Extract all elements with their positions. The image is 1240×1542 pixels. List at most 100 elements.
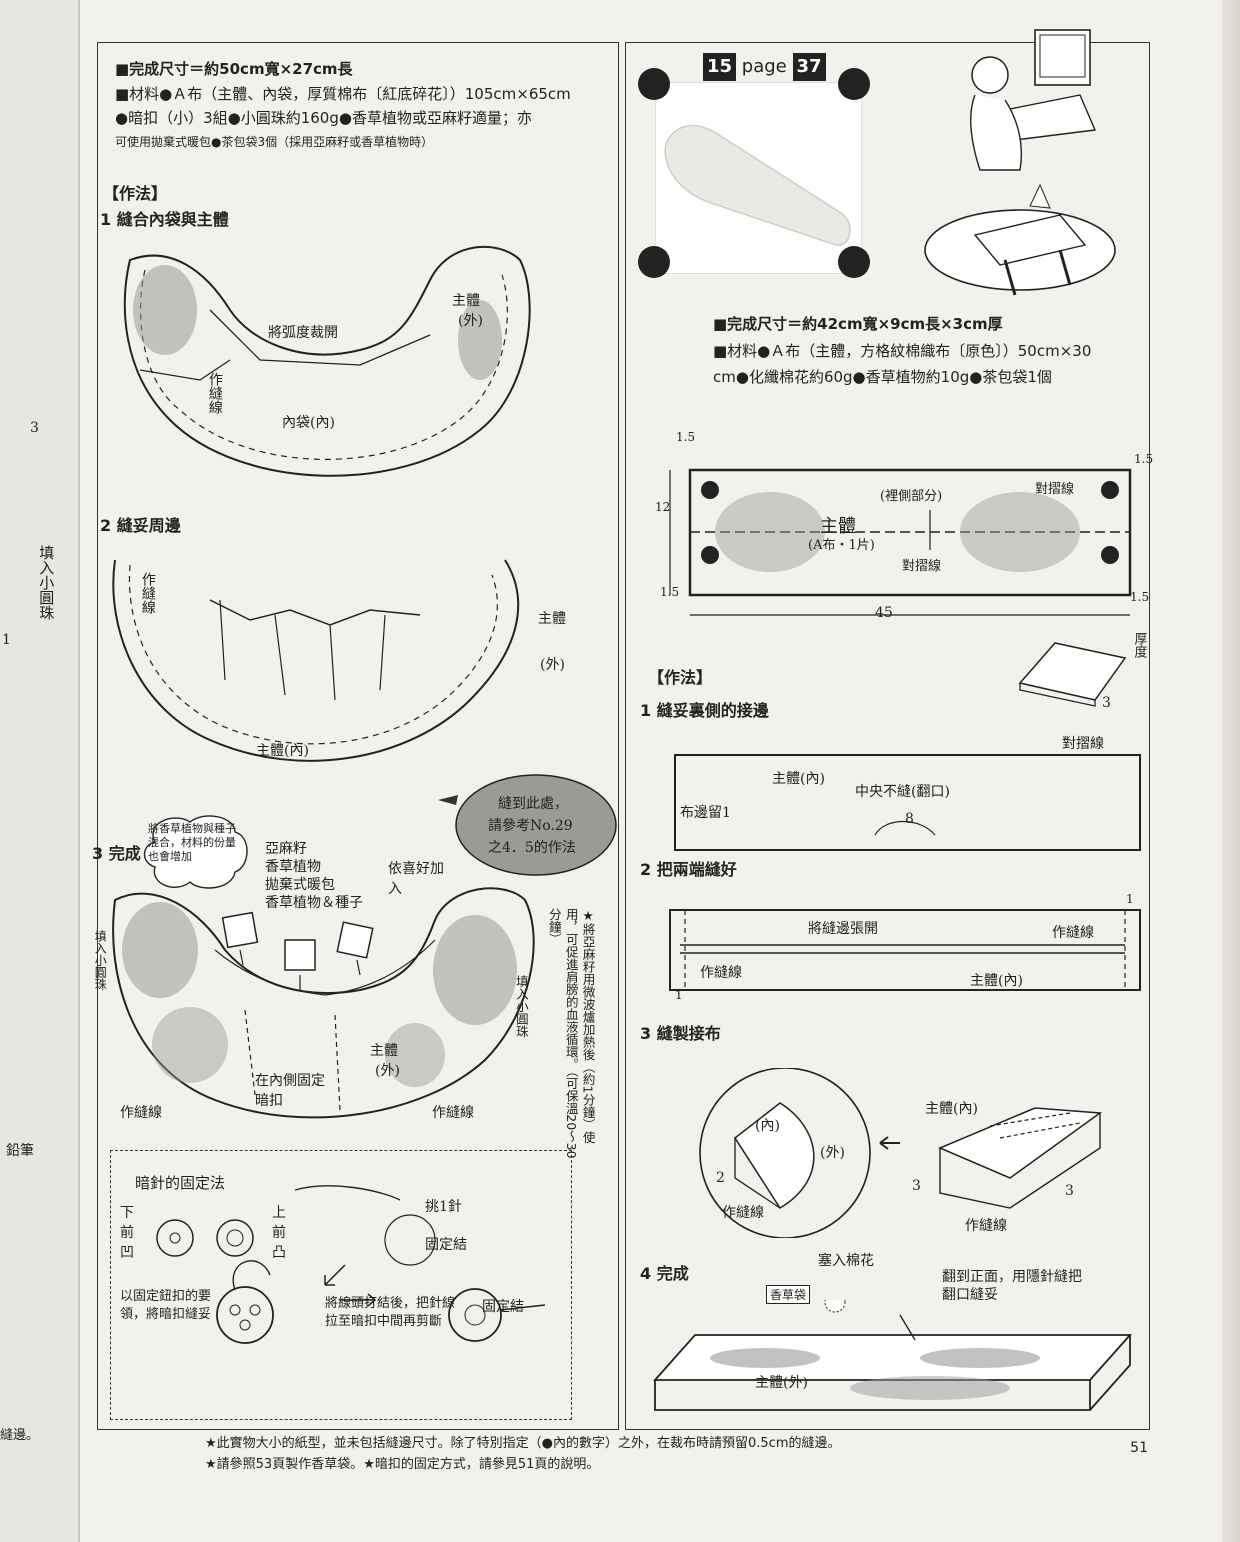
step2-label-outer: (外) — [540, 657, 565, 673]
snap-label-front-a: 前 — [120, 1225, 134, 1241]
rest-step1-edge: 布邊留1 — [680, 805, 731, 821]
pattern-fold-top: 對摺線 — [1035, 482, 1075, 497]
step3-fill-left: 填入小圓珠 — [93, 930, 108, 990]
snap-label-convex: 凸 — [272, 1245, 286, 1261]
step1-label-outer: (外) — [458, 313, 483, 329]
rest-step4-body: 主體(外) — [755, 1375, 808, 1391]
left-spec-material: ■材料●Ａ布（主體、內袋，厚質棉布〔紅底碎花〕）105cm×65cm — [115, 85, 571, 103]
pattern-margin-tr: 1.5 — [1134, 452, 1154, 466]
badge-number: 15 — [703, 53, 737, 81]
right-column-frame — [625, 42, 1150, 1430]
pattern-height: 12 — [655, 500, 671, 514]
rest-step1-fold: 對摺線 — [1062, 736, 1104, 752]
gutter-text-3: 3 — [30, 420, 39, 436]
step3-herb-seed: 香草植物＆種子 — [265, 895, 363, 911]
gutter-text-seam: 縫邊。 — [0, 1428, 40, 1443]
page-number: 51 — [1130, 1440, 1148, 1456]
step3-optional: 依喜好加入 — [388, 861, 444, 897]
rest-step2-body: 主體(內) — [970, 973, 1023, 989]
rest-step2-seam-left: 作縫線 — [700, 965, 742, 981]
rest-step4-turn: 翻到正面，用隱針縫把翻口縫妥 — [942, 1269, 1082, 1304]
gutter-text-1: 1 — [2, 632, 11, 648]
rest-step3-body: 主體(內) — [925, 1101, 978, 1117]
step1-label-cut: 將弧度裁開 — [268, 325, 338, 341]
rest-step1-center: 中央不縫(翻口) — [855, 784, 950, 800]
pattern-margin-bl: 1.5 — [660, 585, 680, 599]
step1-label-inner-bag: 內袋(內) — [282, 415, 335, 431]
right-step-4: 4 完成 — [640, 1264, 689, 1283]
rest-step2-1b: 1 — [1126, 892, 1134, 906]
thickness-label: 厚度 — [1131, 632, 1147, 658]
step1-label-seam: 作縫線 — [206, 372, 223, 414]
badge-page: page — [741, 56, 787, 77]
step3-herb: 香草植物 — [265, 859, 321, 875]
previous-page-edge: 填入小圓珠 鉛筆 3 1 縫邊。 — [0, 0, 80, 1542]
gutter-text-pencil: 鉛筆 — [6, 1143, 34, 1159]
rest-step4-stuff: 塞入棉花 — [818, 1253, 874, 1269]
photo-corners — [638, 68, 870, 278]
rest-step3-seam-left: 作縫線 — [722, 1205, 764, 1221]
right-spec-material-2: cm●化纖棉花約60g●香草植物約10g●茶包袋1個 — [713, 368, 1052, 386]
snap-instruction-box — [110, 1150, 572, 1420]
rest-step3-seam-right: 作縫線 — [965, 1218, 1007, 1234]
badge-page-number: 37 — [792, 53, 826, 81]
step3-label-seam-left: 作縫線 — [120, 1105, 162, 1121]
step2-pattern-drawing — [112, 559, 520, 762]
step3-label-body: 主體 — [370, 1043, 398, 1059]
pattern-fabric-label: (A布‧1片) — [808, 538, 875, 553]
left-spec-material-2: ●暗扣（小）3組●小圓珠約160g●香草植物或亞麻籽適量；亦 — [115, 109, 532, 127]
left-spec-material-3: 可使用拋棄式暖包●茶包袋3個（採用亞麻籽或香草植物時） — [115, 135, 434, 149]
right-method-title: 【作法】 — [648, 668, 713, 687]
step2-label-seam: 作縫線 — [139, 572, 156, 614]
step3-cloud-note: 將香草植物與種子混合，材料的份量也會增加 — [148, 822, 236, 863]
step1-rest-drawing — [674, 754, 1141, 851]
rest-step1-8: 8 — [905, 811, 914, 827]
speech-bubble — [438, 774, 617, 876]
snap-label-knot-2: 固定結 — [482, 1299, 524, 1315]
thought-cloud — [143, 815, 248, 889]
pattern-width: 45 — [875, 605, 893, 621]
left-step-1: 1 縫合內袋與主體 — [100, 210, 229, 229]
wrist-rest-photo — [664, 124, 851, 246]
right-spec-size: ■完成尺寸＝約42cm寬×9cm長×3cm厚 — [713, 315, 1003, 333]
rest-step2-1a: 1 — [675, 988, 683, 1002]
snap-label-sew: 以固定鈕扣的要領，將暗扣縫妥 — [120, 1289, 212, 1322]
snap-label-pick: 挑1針 — [425, 1199, 462, 1215]
thickness-diagram — [1018, 642, 1127, 707]
rest-step3-inner: (內) — [755, 1118, 780, 1134]
snap-label-concave: 凹 — [120, 1245, 134, 1261]
step3-label-snap: 在內側固定暗扣 — [255, 1073, 325, 1109]
thickness-value: 3 — [1102, 695, 1111, 711]
bubble-line-1: 縫到此處， — [498, 796, 568, 812]
right-spec-material: ■材料●Ａ布（主體，方格紋棉織布〔原色〕）50cm×30 — [713, 342, 1092, 360]
step2-rest-drawing — [669, 909, 1141, 991]
right-step-1: 1 縫妥裏側的接邊 — [640, 701, 769, 720]
rest-step4-herb-bag: 香草袋 — [766, 1285, 811, 1304]
pattern-body-label: 主體 — [820, 516, 856, 537]
snap-label-down: 下 — [120, 1205, 134, 1221]
snap-label-up: 上 — [272, 1205, 286, 1221]
step2-label-body: 主體 — [538, 611, 566, 627]
rest-step3-2: 2 — [716, 1170, 725, 1186]
page-reference-badge: 15 page 37 — [703, 53, 826, 81]
step3-label-outer: (外) — [375, 1063, 400, 1079]
rest-step3-3a: 3 — [912, 1178, 921, 1194]
microwave-note: ★將亞麻籽用微波爐加熱後（約1分鐘）使用，可促進肩膀的血液循環。（可保溫20～3… — [546, 908, 596, 1159]
left-step-3: 3 完成 — [92, 844, 141, 863]
pattern-margin-br: 1.5 — [1130, 590, 1150, 604]
step3-label-seam-right: 作縫線 — [432, 1105, 474, 1121]
footer-note-1: ★此實物大小的紙型，並未包括縫邊尺寸。除了特別指定（●內的數字）之外，在裁布時請… — [205, 1436, 841, 1451]
footer-note-2: ★請參照53頁製作香草袋。★暗扣的固定方式，請參見51頁的說明。 — [205, 1457, 600, 1472]
rest-step2-spread: 將縫邊張開 — [808, 921, 878, 937]
page-edge — [1222, 0, 1240, 1542]
left-spec-size: ■完成尺寸＝約50cm寬×27cm長 — [115, 60, 353, 78]
step3-fill-right: 填入小圓珠 — [513, 975, 529, 1038]
right-step-2: 2 把兩端縫好 — [640, 860, 737, 879]
product-photo — [655, 82, 862, 274]
rest-step2-seam-right: 作縫線 — [1052, 925, 1094, 941]
rest-step3-3b: 3 — [1065, 1183, 1074, 1199]
snap-label-front-b: 前 — [272, 1225, 286, 1241]
bubble-line-2: 請參考No.29 — [488, 818, 573, 834]
snap-drawings — [156, 1185, 546, 1344]
